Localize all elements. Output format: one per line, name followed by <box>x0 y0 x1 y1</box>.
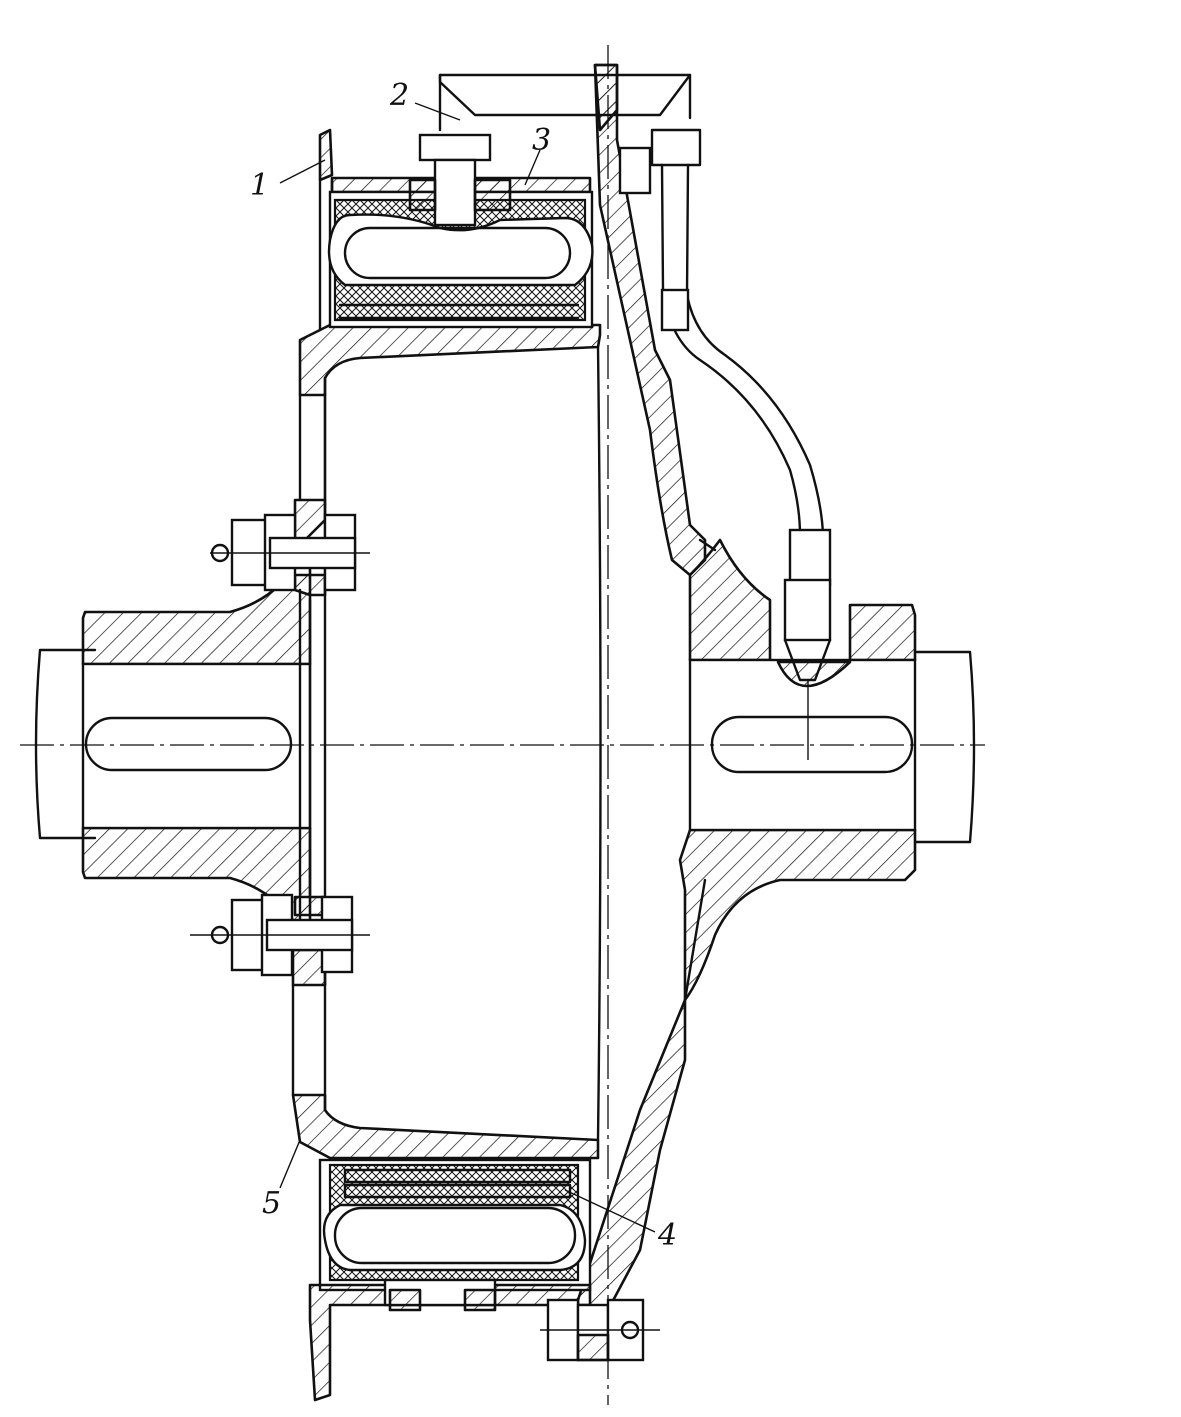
lower-right-bolt <box>540 1298 660 1362</box>
lower-bolt <box>190 893 370 987</box>
callout-2: 2 <box>389 78 409 113</box>
lower-rim <box>308 1278 592 1402</box>
callout-5: 5 <box>262 1186 281 1221</box>
upper-bolt <box>210 498 370 597</box>
callout-1: 1 <box>250 168 269 203</box>
upper-valve <box>408 133 512 227</box>
cover-plate <box>438 73 692 132</box>
right-shaft <box>913 650 976 844</box>
air-pipe <box>618 128 832 760</box>
drum-disc <box>291 323 602 1160</box>
left-hub <box>81 558 312 932</box>
callouts: 1 2 3 4 5 <box>250 78 677 1253</box>
center-axis <box>20 45 985 1405</box>
lower-tire <box>318 1158 592 1292</box>
callout-4: 4 <box>657 1218 677 1253</box>
upper-tire <box>327 198 594 322</box>
left-keyway <box>84 716 293 772</box>
callout-3: 3 <box>532 123 551 158</box>
